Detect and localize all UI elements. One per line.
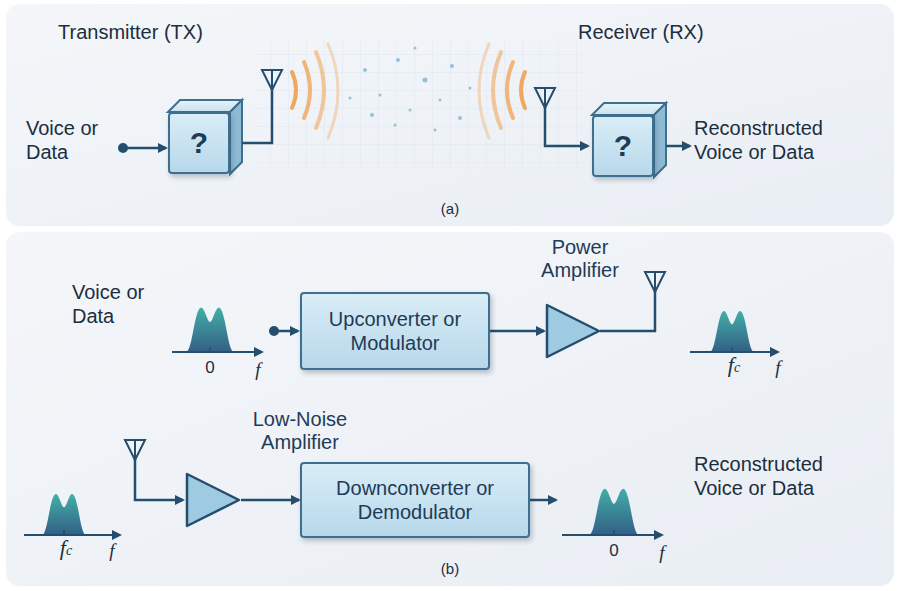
box-text: Upconverter or Modulator bbox=[316, 307, 474, 355]
signal-label: Receiver (RX) bbox=[578, 20, 778, 44]
signal-arrow bbox=[490, 330, 544, 333]
amplifier: Power Amplifier bbox=[515, 236, 645, 360]
panel-caption: (a) bbox=[430, 200, 470, 218]
axis-label: f bbox=[250, 358, 266, 381]
signal-label: Reconstructed Voice or Data bbox=[694, 116, 874, 164]
axis-label: fc bbox=[722, 356, 746, 376]
axis-label: f bbox=[104, 539, 120, 562]
axis-label: f bbox=[770, 356, 786, 379]
amp-triangle bbox=[545, 303, 601, 359]
axis-label: f bbox=[654, 541, 670, 564]
axis-label: 0 bbox=[606, 541, 622, 561]
axis-label: fc bbox=[54, 539, 78, 559]
box-text: ? bbox=[190, 131, 208, 155]
box-text: Downconverter or Demodulator bbox=[316, 476, 514, 524]
axis-label: 0 bbox=[202, 358, 218, 378]
signal-label: Voice or Data bbox=[26, 116, 126, 164]
panel-caption: (b) bbox=[430, 560, 470, 578]
signal-label: Transmitter (TX) bbox=[58, 20, 258, 44]
process-box: Upconverter or Modulator bbox=[300, 292, 490, 370]
amplifier-label: Low-Noise Amplifier bbox=[225, 408, 375, 454]
box-text: ? bbox=[614, 134, 632, 158]
signal-arrow bbox=[241, 499, 299, 502]
process-box: Downconverter or Demodulator bbox=[300, 462, 530, 538]
signal-label: Reconstructed Voice or Data bbox=[694, 452, 874, 500]
unknown-block: ? bbox=[168, 112, 230, 174]
amp-triangle bbox=[185, 472, 241, 528]
signal-label: Voice or Data bbox=[72, 280, 172, 328]
unknown-block: ? bbox=[592, 115, 654, 177]
amplifier-label: Power Amplifier bbox=[515, 236, 645, 282]
